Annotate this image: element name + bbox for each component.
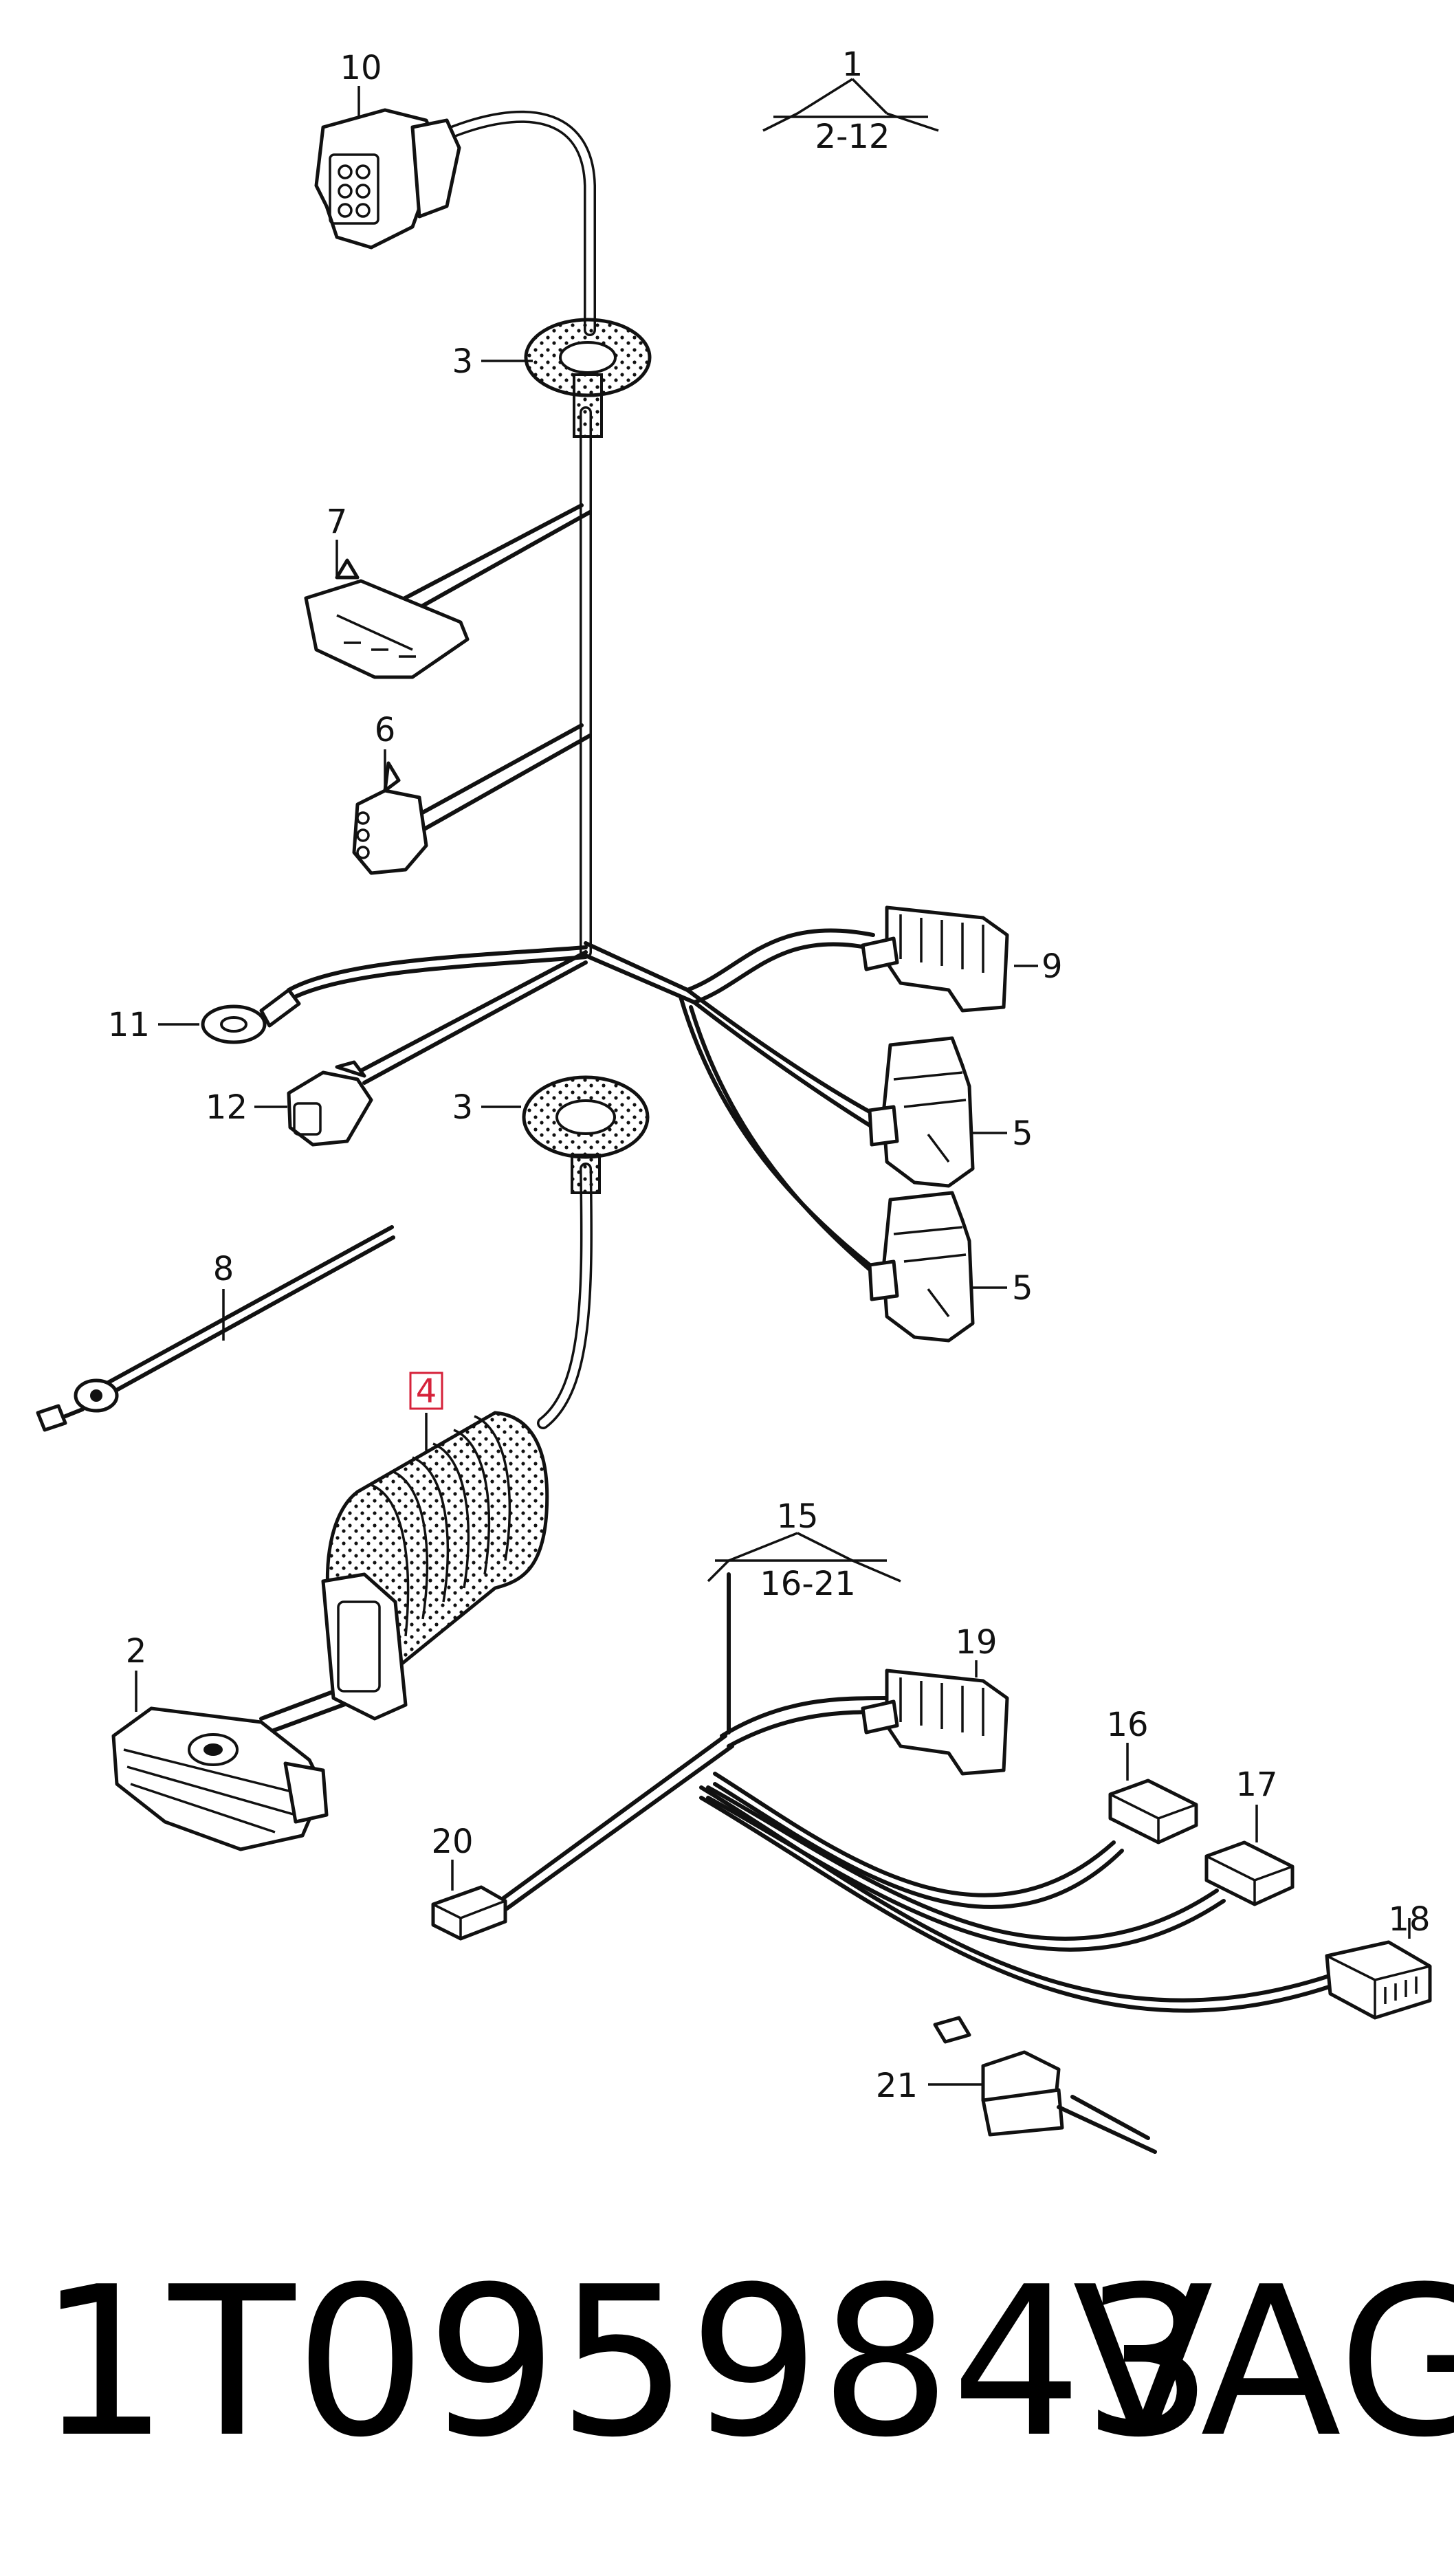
footer: 1T0959843 VAG [38,2243,1454,2483]
connector-12 [287,1060,373,1147]
connector-6 [352,761,428,875]
callout-10: 10 [340,49,382,87]
callout-12: 12 [206,1088,247,1127]
cable-tie-8 [36,1225,395,1432]
connector-9 [861,905,1009,1013]
callout-19: 19 [955,1623,997,1662]
callout-5-upper: 5 [1012,1114,1033,1153]
callout-17: 17 [1235,1765,1277,1804]
harness-lower [493,1572,1351,2013]
callout-4: 4 [416,1372,437,1411]
callout-5-lower: 5 [1012,1269,1033,1308]
connector-16 [1108,1779,1198,1845]
callout-labels: 1 2-12 10 3 7 6 9 11 12 3 5 5 8 4 2 15 1… [108,45,1431,2105]
leader-lines [135,78,1411,2086]
connector-7 [304,558,470,679]
connector-19 [861,1669,1009,1776]
grommet-3-upper [524,318,652,438]
callout-3-lower: 3 [452,1088,473,1127]
connector-17 [1204,1840,1295,1906]
callout-11: 11 [108,1006,150,1044]
callout-16: 16 [1106,1706,1148,1744]
callout-8: 8 [213,1250,234,1288]
connector-18 [1325,1940,1432,2020]
callout-1-range: 2-12 [815,118,890,156]
connector-5-lower [868,1191,975,1343]
callout-7: 7 [327,503,348,541]
callout-18: 18 [1388,1900,1430,1939]
connector-20 [431,1885,507,1941]
callout-9: 9 [1042,947,1063,986]
callout-6: 6 [375,711,396,749]
connector-10 [314,108,461,250]
callout-20: 20 [431,1823,473,1861]
boot-4 [321,1411,549,1721]
ring-terminal-11 [201,988,301,1044]
callout-1: 1 [842,45,863,84]
connector-5-upper [868,1036,975,1188]
callout-2: 2 [126,1632,147,1671]
callout-3-upper: 3 [452,342,473,381]
callout-15-range: 16-21 [760,1565,855,1603]
harness-upper [259,110,879,1735]
callout-4-highlight-box [409,1372,443,1410]
brand-name: VAG [1072,2243,1454,2483]
clip-21 [933,2016,1157,2154]
connector-2 [111,1706,329,1851]
grommet-3-lower [522,1075,650,1194]
part-number: 1T0959843 [38,2243,1213,2483]
callout-15: 15 [776,1497,818,1536]
callout-21: 21 [876,2067,918,2105]
